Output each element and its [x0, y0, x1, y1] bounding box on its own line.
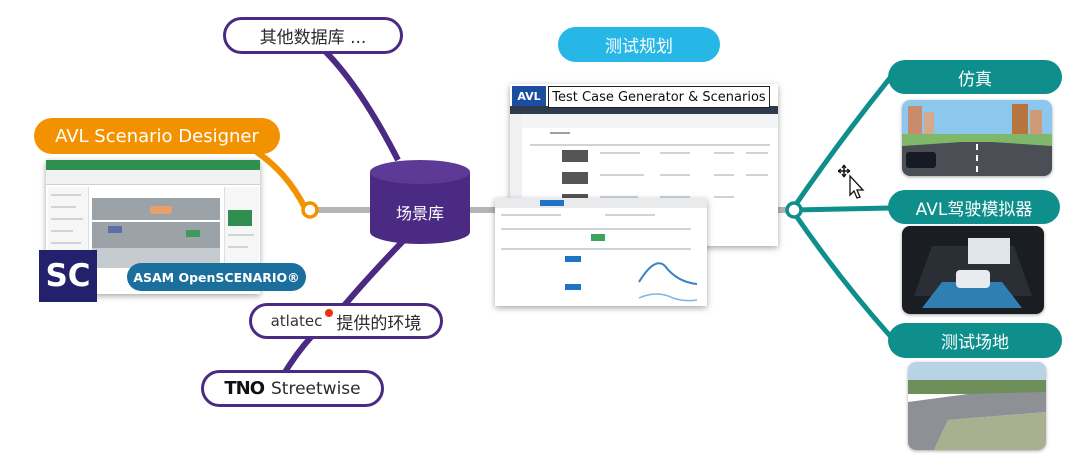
simulation-node: 仿真 [888, 60, 1062, 94]
atlatec-logo-dot [325, 309, 334, 317]
link-other-db [306, 33, 401, 162]
simulation-label: 仿真 [958, 69, 992, 90]
test-planning-node: 测试规划 [558, 27, 720, 62]
test-field-label: 测试场地 [941, 333, 1009, 353]
test-case-generator-title: Test Case Generator & Scenarios [548, 86, 770, 108]
tno-logo: TNO [224, 378, 265, 399]
atlatec-node: atlatec 提供的环境 [249, 303, 443, 339]
link-test-field [789, 208, 894, 340]
tno-streetwise-label: Streetwise [271, 378, 361, 399]
link-simulation [789, 76, 892, 212]
analysis-curve [638, 262, 698, 302]
test-field-node: 测试场地 [888, 323, 1062, 358]
openscenario-logo: SC [39, 250, 97, 302]
avl-logo: AVL [512, 86, 546, 106]
asam-openscenario-badge: ASAM OpenSCENARIO® [127, 263, 306, 291]
driving-simulator-image [902, 226, 1044, 314]
tno-streetwise-node: TNO Streetwise [201, 370, 384, 407]
test-planning-label: 测试规划 [605, 37, 673, 57]
designer-node [301, 201, 319, 219]
scenario-analysis-window [495, 198, 707, 306]
link-atlatec [339, 235, 409, 310]
other-databases-node: 其他数据库 ... [223, 17, 403, 54]
atlatec-label: 提供的环境 [336, 313, 422, 334]
scenario-designer-node: AVL Scenario Designer [34, 118, 280, 154]
move-cursor-icon [838, 164, 865, 199]
driving-simulator-label: AVL驾驶模拟器 [915, 199, 1033, 220]
scenario-designer-label: AVL Scenario Designer [55, 125, 259, 147]
link-driving-sim [793, 205, 891, 213]
other-databases-label: 其他数据库 ... [259, 28, 367, 48]
atlatec-logo: atlatec [270, 312, 323, 330]
scenario-database-label: 场景库 [395, 204, 444, 223]
scenario-database-icon [370, 160, 470, 244]
test-field-image [908, 362, 1046, 450]
hub-node [785, 201, 803, 219]
simulation-image [902, 100, 1052, 176]
driving-simulator-node: AVL驾驶模拟器 [888, 190, 1060, 224]
